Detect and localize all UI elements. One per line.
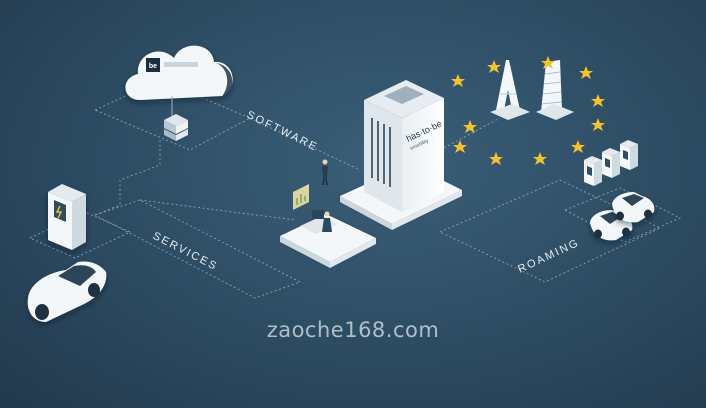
eu-star-icon <box>541 56 555 69</box>
cloud-logo-text: be <box>149 63 157 70</box>
headquarters-building-icon: has·to·be emobility <box>340 80 462 230</box>
services-lane-outline <box>93 199 302 299</box>
charging-station-icon <box>584 156 602 186</box>
monitor-icon <box>312 210 324 219</box>
roaming-lane-outline <box>438 179 662 283</box>
leaning-tower-of-pisa-icon <box>536 60 574 120</box>
services-label: SERVICES <box>151 230 220 273</box>
service-desk-platform <box>280 184 376 268</box>
eu-star-icon <box>453 140 467 153</box>
cloud-caption-bar <box>164 62 198 67</box>
eu-star-icon <box>451 74 465 87</box>
worker-icon <box>324 211 330 217</box>
cloud-logo-badge <box>146 58 160 72</box>
eu-star-icon <box>571 140 585 153</box>
electric-car-icon <box>612 192 655 223</box>
network-lines <box>28 79 682 299</box>
watermark-text: zaoche168.com <box>266 318 440 342</box>
eu-star-ring <box>451 56 605 165</box>
link-cloud-to-charger <box>94 140 161 216</box>
eu-star-icon <box>591 118 605 131</box>
electric-car-icon <box>27 261 107 322</box>
cloud-icon: be <box>125 45 233 100</box>
eu-star-icon <box>579 66 593 79</box>
roaming-chargers <box>584 140 638 186</box>
charging-station-icon <box>602 148 620 178</box>
eu-star-icon <box>489 152 503 165</box>
cloud-platform-outline <box>93 79 252 151</box>
charging-station-icon <box>620 140 638 170</box>
eu-star-icon <box>463 120 477 133</box>
charging-station-icon <box>48 184 86 250</box>
person-icon <box>322 159 328 186</box>
eiffel-tower-icon <box>490 60 530 120</box>
eu-star-icon <box>533 152 547 165</box>
server-stack-icon <box>164 96 188 141</box>
software-label: SOFTWARE <box>245 109 320 154</box>
eu-star-icon <box>487 60 501 73</box>
eu-star-icon <box>591 94 605 107</box>
link-services-to-office <box>139 199 296 221</box>
